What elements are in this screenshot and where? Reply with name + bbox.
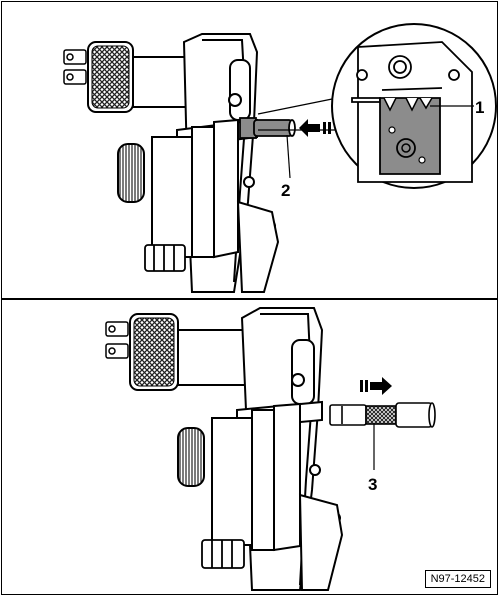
- crimping-tool-bottom-illustration: [105, 307, 436, 591]
- callout-2: 2: [281, 181, 291, 200]
- callout-3: 3: [368, 475, 378, 494]
- lower-nut: [144, 244, 186, 272]
- crimping-tool-top-illustration: [63, 23, 497, 293]
- callout-1: 1: [475, 98, 485, 117]
- detail-magnifier: [331, 23, 497, 189]
- remove-direction-arrow: [360, 377, 392, 395]
- reference-code-label: N97-12452: [424, 570, 491, 588]
- lower-nut: [201, 539, 245, 569]
- knurled-knob: [87, 41, 134, 113]
- top-panel: 1 2: [1, 1, 498, 299]
- knurled-knob: [129, 313, 179, 391]
- bottom-panel: 3 N97-12452: [1, 299, 498, 595]
- locator-pin: [239, 117, 296, 139]
- tool-body: [211, 307, 344, 591]
- side-adjuster: [177, 427, 205, 487]
- screw-fittings: [63, 49, 87, 85]
- screw-fittings: [105, 321, 129, 359]
- crimped-contact: [329, 402, 436, 428]
- insert-direction-arrow: [299, 119, 331, 137]
- die-insert: [379, 97, 441, 175]
- tool-body: [151, 33, 280, 293]
- side-adjuster: [117, 143, 145, 203]
